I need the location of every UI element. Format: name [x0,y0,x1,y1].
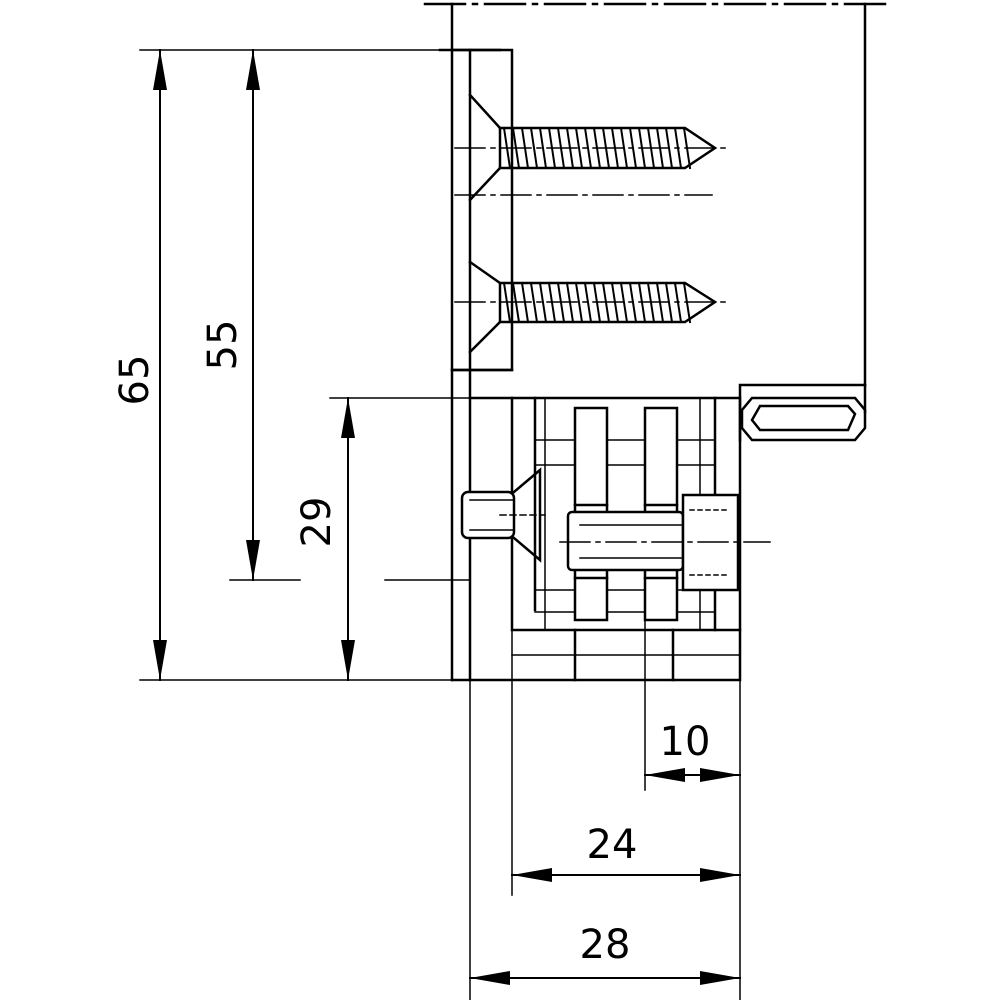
thread-line [619,126,629,170]
thread-line [574,126,584,170]
channel-profile [740,396,867,442]
thread-line [529,281,539,324]
dim-label-10: 10 [660,719,711,765]
dim-label-65: 65 [112,355,158,406]
thread-line [538,281,548,324]
adjustment-pin [559,493,771,592]
frame-profile [423,2,892,682]
arrowheads [153,50,740,985]
thread-line [538,126,548,170]
thread-line [529,126,539,170]
dimension-lines [159,49,741,979]
lower-screw [454,260,726,354]
upper-screw [454,93,726,202]
thread-line [583,281,593,324]
mounting-plate [438,48,514,682]
thread-line [583,126,593,170]
dim-label-29: 29 [294,497,340,548]
extension-lines [139,49,741,1000]
thread-line [574,281,584,324]
dim-label-55: 55 [200,320,246,371]
dim-label-28: 28 [580,922,631,968]
set-screw [460,467,546,563]
dim-label-24: 24 [587,822,638,868]
thread-line [619,281,629,324]
dimension-labels: 65 55 29 10 24 28 [112,320,710,968]
